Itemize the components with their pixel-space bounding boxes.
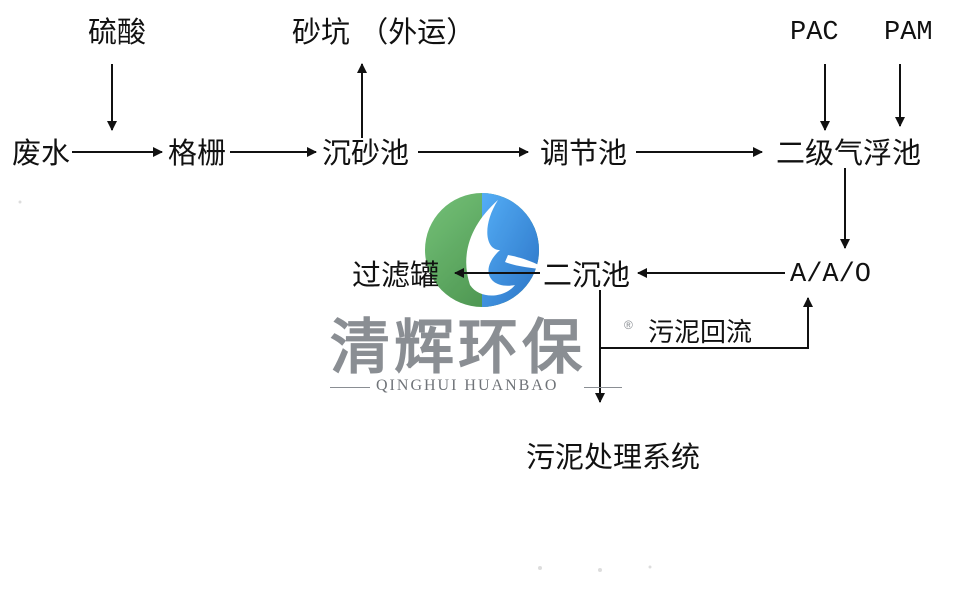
node-filter-tank: 过滤罐 bbox=[352, 258, 440, 292]
node-pam: PAM bbox=[884, 18, 933, 48]
watermark-brand-cn: 清辉环保 bbox=[330, 313, 586, 383]
watermark-logo bbox=[425, 193, 548, 307]
node-grit-chamber: 沉砂池 bbox=[322, 136, 410, 170]
flow-arrows bbox=[72, 63, 905, 403]
node-wastewater: 废水 bbox=[12, 136, 71, 170]
node-grille: 格栅 bbox=[168, 136, 227, 170]
node-air-flotation: 二级气浮池 bbox=[776, 136, 922, 170]
node-sulfuric-acid: 硫酸 bbox=[88, 15, 147, 49]
node-regulating-tank: 调节池 bbox=[540, 136, 628, 170]
node-sludge-treatment: 污泥处理系统 bbox=[526, 440, 701, 474]
node-aao: A/A/O bbox=[790, 260, 872, 290]
node-pac: PAC bbox=[790, 18, 839, 48]
watermark-registered-mark: ® bbox=[624, 318, 633, 332]
node-secondary-settling: 二沉池 bbox=[543, 258, 631, 292]
node-sludge-return: 污泥回流 bbox=[648, 318, 753, 348]
arrow-sludge-return bbox=[600, 297, 813, 349]
faint-marks bbox=[18, 200, 652, 572]
watermark-brand-en: QINGHUI HUANBAO bbox=[376, 377, 559, 394]
watermark-line-right bbox=[584, 387, 622, 388]
node-sand-pit: 砂坑 （外运） bbox=[292, 15, 476, 49]
watermark-line-left bbox=[330, 387, 370, 388]
